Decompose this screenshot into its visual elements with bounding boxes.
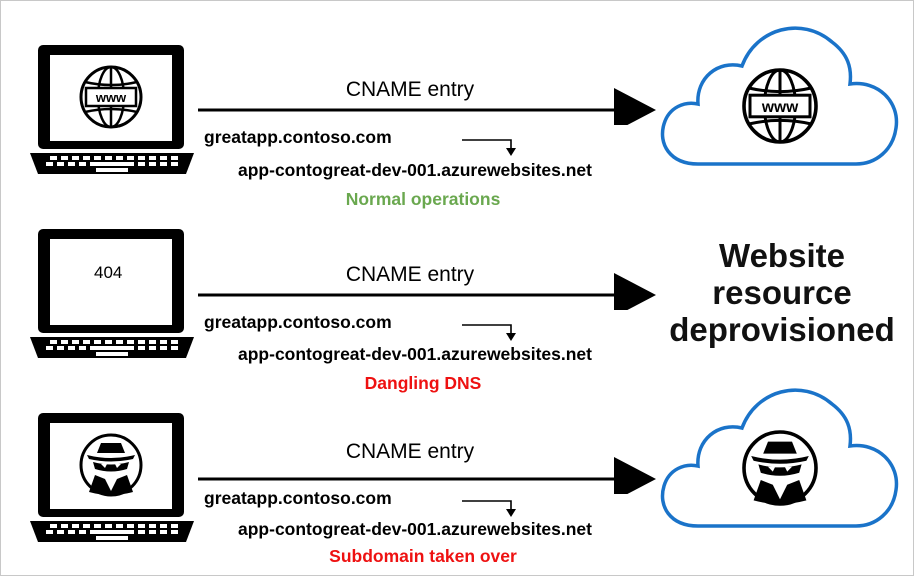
deprovisioned-text-line: deprovisioned [669, 311, 895, 348]
hacker-icon [79, 433, 143, 497]
error-404-text: 404 [94, 263, 123, 282]
cname-entry-label: CNAME entry [345, 263, 475, 286]
bent-arrow-icon [462, 139, 516, 156]
status-label: Subdomain taken over [329, 546, 517, 566]
deprovisioned-text-line: Website [719, 237, 845, 274]
cloud-icon [660, 388, 899, 528]
bent-arrow-icon [462, 324, 516, 341]
www-globe-icon: www [79, 65, 143, 129]
cname-entry-label: CNAME entry [345, 78, 475, 101]
cloud-icon: www [660, 26, 899, 166]
svg-text:www: www [95, 90, 127, 105]
www-globe-icon: www [742, 68, 818, 144]
laptop-icon: www [30, 45, 194, 174]
status-label: Dangling DNS [364, 373, 482, 393]
target-hostname: app-contogreat-dev-001.azurewebsites.net [238, 160, 592, 180]
scenario-dangling: 404 CNAME entry greatapp.contoso.com app… [0, 0, 914, 393]
hacker-icon [742, 430, 818, 506]
source-hostname: greatapp.contoso.com [204, 488, 392, 508]
bent-arrow-icon [462, 500, 516, 517]
target-hostname: app-contogreat-dev-001.azurewebsites.net [238, 344, 592, 364]
cname-arrow [198, 273, 656, 310]
cname-arrow [198, 457, 656, 494]
scenario-normal: www CNAME entry greatapp.contoso.com app… [0, 0, 914, 209]
laptop-icon [30, 229, 194, 358]
source-hostname: greatapp.contoso.com [204, 312, 392, 332]
target-hostname: app-contogreat-dev-001.azurewebsites.net [238, 519, 592, 539]
laptop-icon [30, 413, 194, 542]
cname-entry-label: CNAME entry [345, 440, 475, 463]
deprovisioned-text-line: resource [712, 274, 852, 311]
source-hostname: greatapp.contoso.com [204, 127, 392, 147]
status-label: Normal operations [345, 189, 501, 209]
svg-text:www: www [761, 99, 799, 116]
cname-arrow [198, 88, 656, 125]
